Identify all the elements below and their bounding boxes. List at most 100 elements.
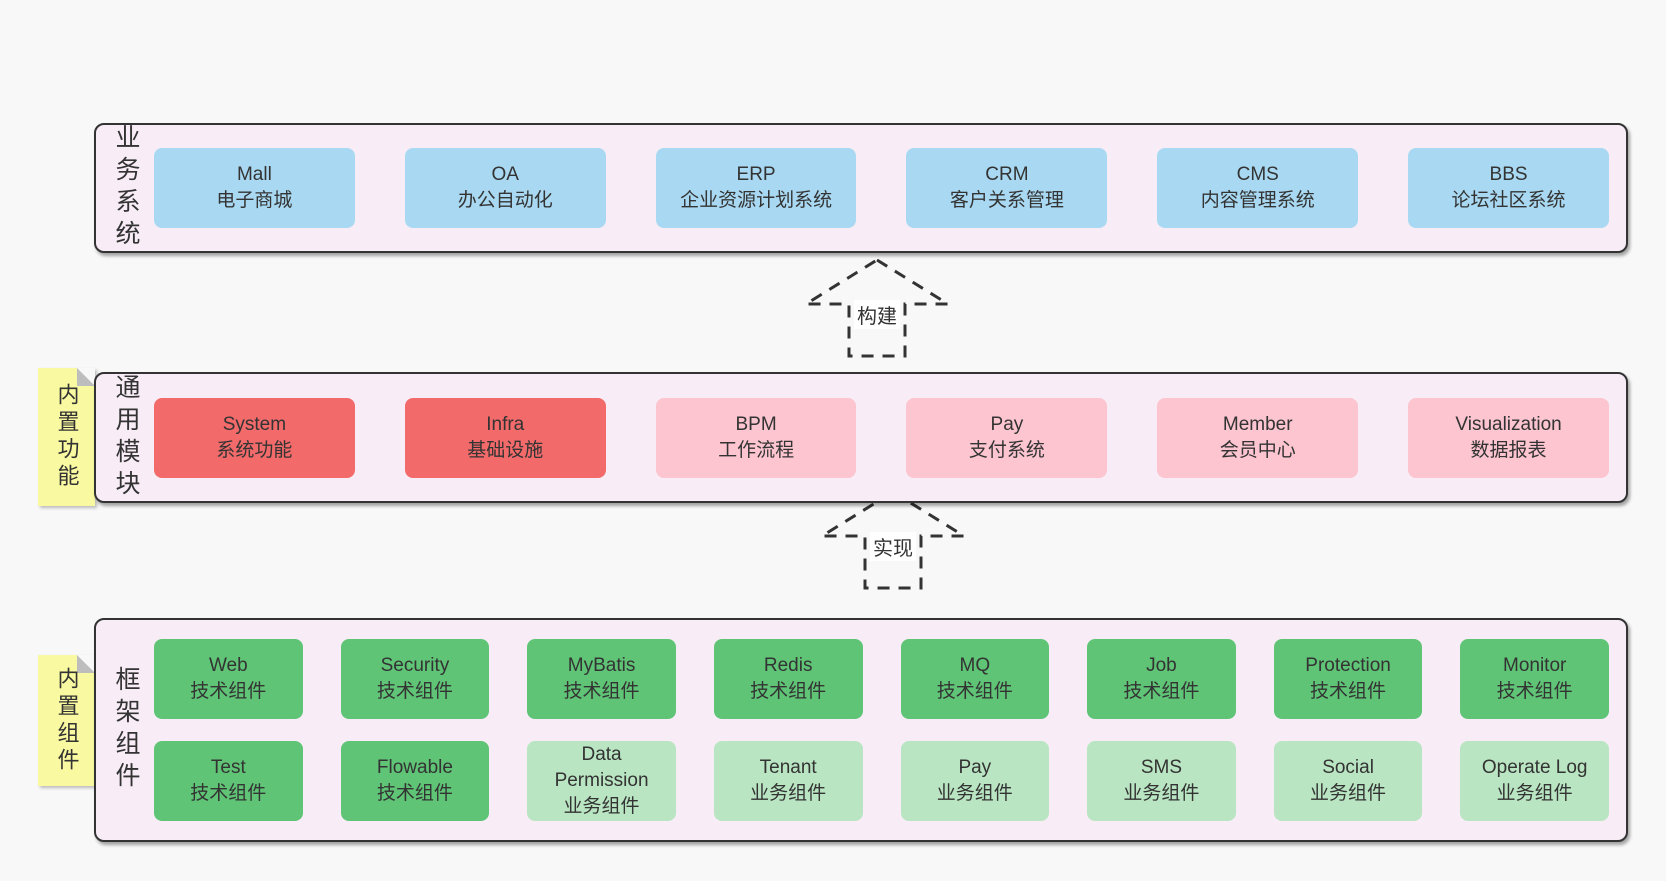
node-mq: MQ 技术组件	[900, 639, 1050, 719]
node-subtitle: 技术组件	[190, 681, 267, 702]
node-data-permission: Data Permission 业务组件	[527, 741, 676, 821]
node-test: Test 技术组件	[154, 741, 303, 821]
node-title: Operate Log	[1481, 757, 1588, 778]
node-subtitle: 技术组件	[750, 681, 827, 702]
node-title: MQ	[959, 655, 991, 676]
arrow-build: 构建	[802, 256, 952, 360]
node-subtitle: 企业资源计划系统	[680, 190, 833, 211]
node-mybatis: MyBatis 技术组件	[527, 639, 676, 719]
layer-business-systems: 业务系统 Mall 电子商城 OA 办公自动化 ERP 企业资源计划系统 CRM 客户关系管理…	[94, 123, 1628, 253]
node-subtitle: 技术组件	[563, 681, 640, 702]
node-sms: SMS 业务组件	[1087, 741, 1236, 821]
sticky-note-label: 内置功能	[54, 383, 80, 491]
node-title: Pay	[958, 757, 992, 778]
node-row: Mall 电子商城 OA 办公自动化 ERP 企业资源计划系统 CRM 客户关系管理 CMS 内容…	[154, 148, 1609, 228]
node-subtitle: 技术组件	[376, 681, 453, 702]
node-subtitle: 数据报表	[1470, 439, 1547, 461]
node-tenant: Tenant 业务组件	[713, 741, 863, 821]
node-title: MyBatis	[567, 655, 636, 676]
arrow-build-label: 构建	[854, 300, 900, 329]
node-subtitle: 技术组件	[190, 783, 267, 804]
node-subtitle: 技术组件	[1123, 681, 1200, 702]
node-title: OA	[491, 164, 519, 185]
node-title: CMS	[1236, 164, 1279, 185]
node-visualization: Visualization 数据报表	[1408, 397, 1609, 478]
node-crm: CRM 客户关系管理	[906, 148, 1108, 228]
sticky-note-label: 内置组件	[54, 666, 80, 775]
node-subtitle: 业务组件	[936, 783, 1013, 804]
node-title: Pay	[990, 413, 1024, 435]
node-pay: Pay 业务组件	[900, 741, 1050, 821]
node-subtitle: 业务组件	[1496, 783, 1573, 804]
node-member: Member 会员中心	[1157, 397, 1359, 478]
node-system: System 系统功能	[154, 397, 355, 478]
layer-label: 通用模块	[112, 373, 140, 502]
sticky-note-builtin-components: 内置组件	[38, 655, 95, 786]
node-pay: Pay 支付系统	[906, 397, 1108, 478]
node-erp: ERP 企业资源计划系统	[655, 148, 857, 228]
node-protection: Protection 技术组件	[1273, 639, 1423, 719]
node-title: Data Permission	[554, 744, 649, 791]
node-title: System	[222, 413, 287, 435]
layer-label: 业务系统	[112, 124, 140, 252]
node-subtitle: 会员中心	[1219, 439, 1296, 461]
node-title: Protection	[1305, 655, 1391, 676]
node-cms: CMS 内容管理系统	[1157, 148, 1359, 228]
arrow-implement: 实现	[818, 488, 968, 592]
node-subtitle: 业务组件	[750, 783, 827, 804]
node-subtitle: 支付系统	[968, 439, 1045, 461]
node-subtitle: 办公自动化	[457, 190, 553, 211]
node-operate-log: Operate Log 业务组件	[1460, 741, 1609, 821]
node-subtitle: 业务组件	[563, 796, 640, 817]
node-rows: Mall 电子商城 OA 办公自动化 ERP 企业资源计划系统 CRM 客户关系管理 CMS 内容…	[154, 125, 1609, 251]
node-subtitle: 内容管理系统	[1200, 190, 1315, 211]
node-title: Visualization	[1455, 413, 1562, 435]
node-subtitle: 技术组件	[1310, 681, 1387, 702]
node-web: Web 技术组件	[154, 639, 303, 719]
node-title: CRM	[985, 164, 1029, 185]
node-subtitle: 系统功能	[216, 439, 293, 461]
node-title: Security	[380, 655, 450, 676]
node-title: Monitor	[1503, 655, 1567, 676]
sticky-note-builtin-features: 内置功能	[38, 368, 95, 506]
node-subtitle: 技术组件	[1496, 681, 1573, 702]
node-title: Member	[1222, 413, 1293, 435]
node-title: ERP	[736, 164, 776, 185]
node-title: SMS	[1140, 757, 1183, 778]
node-subtitle: 客户关系管理	[949, 190, 1064, 211]
node-monitor: Monitor 技术组件	[1460, 639, 1609, 719]
node-subtitle: 工作流程	[718, 439, 795, 461]
node-title: Social	[1322, 757, 1374, 778]
node-title: Mall	[236, 164, 272, 185]
node-title: Web	[208, 655, 248, 676]
up-arrow-icon	[802, 258, 952, 358]
node-subtitle: 技术组件	[376, 783, 453, 804]
node-title: Infra	[486, 413, 525, 435]
node-subtitle: 业务组件	[1123, 783, 1200, 804]
node-title: Flowable	[376, 757, 453, 778]
node-social: Social 业务组件	[1273, 741, 1423, 821]
node-subtitle: 基础设施	[467, 439, 544, 461]
node-mall: Mall 电子商城	[154, 148, 355, 228]
node-security: Security 技术组件	[340, 639, 490, 719]
node-title: Job	[1146, 655, 1177, 676]
node-title: BBS	[1489, 164, 1528, 185]
node-subtitle: 技术组件	[936, 681, 1013, 702]
node-title: Test	[210, 757, 246, 778]
layer-label: 框架组件	[112, 666, 140, 794]
node-title: Tenant	[759, 757, 817, 778]
node-subtitle: 业务组件	[1310, 783, 1387, 804]
node-subtitle: 电子商城	[216, 190, 293, 211]
node-oa: OA 办公自动化	[404, 148, 606, 228]
arrow-implement-label: 实现	[870, 532, 916, 561]
